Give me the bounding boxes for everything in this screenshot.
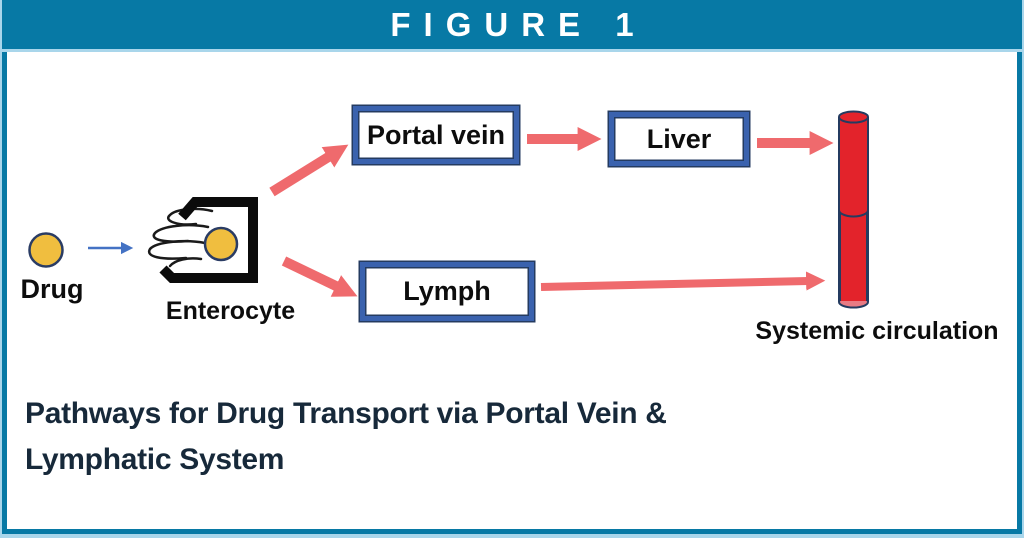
drug-particle-icon bbox=[28, 232, 64, 268]
figure-caption-line2: Lymphatic System bbox=[25, 443, 285, 476]
lymph-to-systemic-arrow bbox=[540, 271, 826, 291]
enterocyte-microvilli-icon bbox=[147, 207, 214, 268]
figure-banner-title: FIGURE 1 bbox=[390, 5, 647, 43]
liver-node: Liver bbox=[609, 112, 749, 166]
figure-banner: FIGURE 1 bbox=[2, 0, 1022, 49]
drug-label: Drug bbox=[20, 274, 84, 304]
lymph-node: Lymph bbox=[360, 262, 534, 321]
figure-caption: Pathways for Drug Transport via Portal V… bbox=[25, 391, 985, 483]
figure-caption-line1: Pathways for Drug Transport via Portal V… bbox=[25, 397, 667, 430]
systemic-circulation-cylinder-icon bbox=[838, 110, 869, 309]
portal-vein-node-label: Portal vein bbox=[366, 119, 506, 150]
enterocyte-to-lymph-arrow bbox=[281, 256, 358, 297]
liver-node-label: Liver bbox=[646, 123, 712, 154]
enterocyte-membrane-icon bbox=[159, 197, 258, 283]
enterocyte-cell-icon bbox=[147, 197, 258, 283]
portal-vein-node: Portal vein bbox=[353, 106, 519, 164]
lymph-node-label: Lymph bbox=[403, 276, 491, 306]
enterocyte-to-portal-vein-arrow bbox=[269, 144, 349, 197]
drug-particle-in-enterocyte-icon bbox=[203, 226, 239, 262]
systemic-circulation-label: Systemic circulation bbox=[755, 317, 999, 345]
enterocyte-label: Enterocyte bbox=[165, 297, 296, 325]
